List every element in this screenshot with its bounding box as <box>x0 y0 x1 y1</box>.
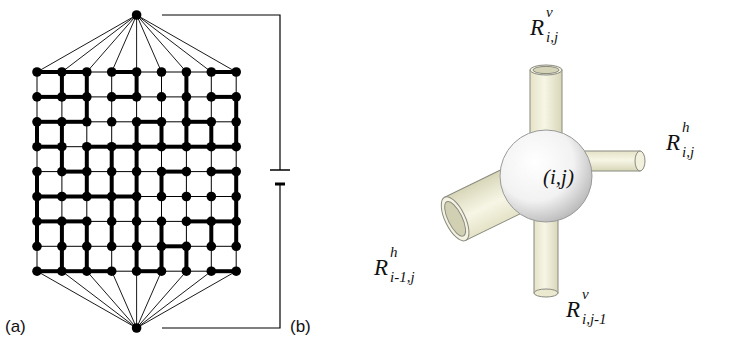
battery-wire <box>162 15 280 328</box>
superscript: h <box>390 245 398 260</box>
battery-symbol <box>270 170 290 184</box>
superscript: v <box>582 287 589 302</box>
resistance-symbol: R <box>530 16 544 39</box>
panel-label: (a) <box>5 318 26 335</box>
resistance-symbol: R <box>666 131 680 154</box>
resistor-network <box>32 10 241 333</box>
subscript: i,j-1 <box>582 312 607 327</box>
resistance-symbol: R <box>374 256 388 279</box>
superscript: v <box>546 5 553 20</box>
subscript: i-1,j <box>390 270 415 285</box>
node-index: (i,j) <box>543 165 574 190</box>
superscript: h <box>682 120 690 135</box>
pipe-top <box>530 65 562 140</box>
junction-sphere: (i,j) <box>499 129 593 223</box>
panel-label: (b) <box>290 318 311 335</box>
resistance-symbol: R <box>566 298 580 321</box>
subscript: i,j <box>546 30 558 45</box>
subscript: i,j <box>682 145 694 160</box>
